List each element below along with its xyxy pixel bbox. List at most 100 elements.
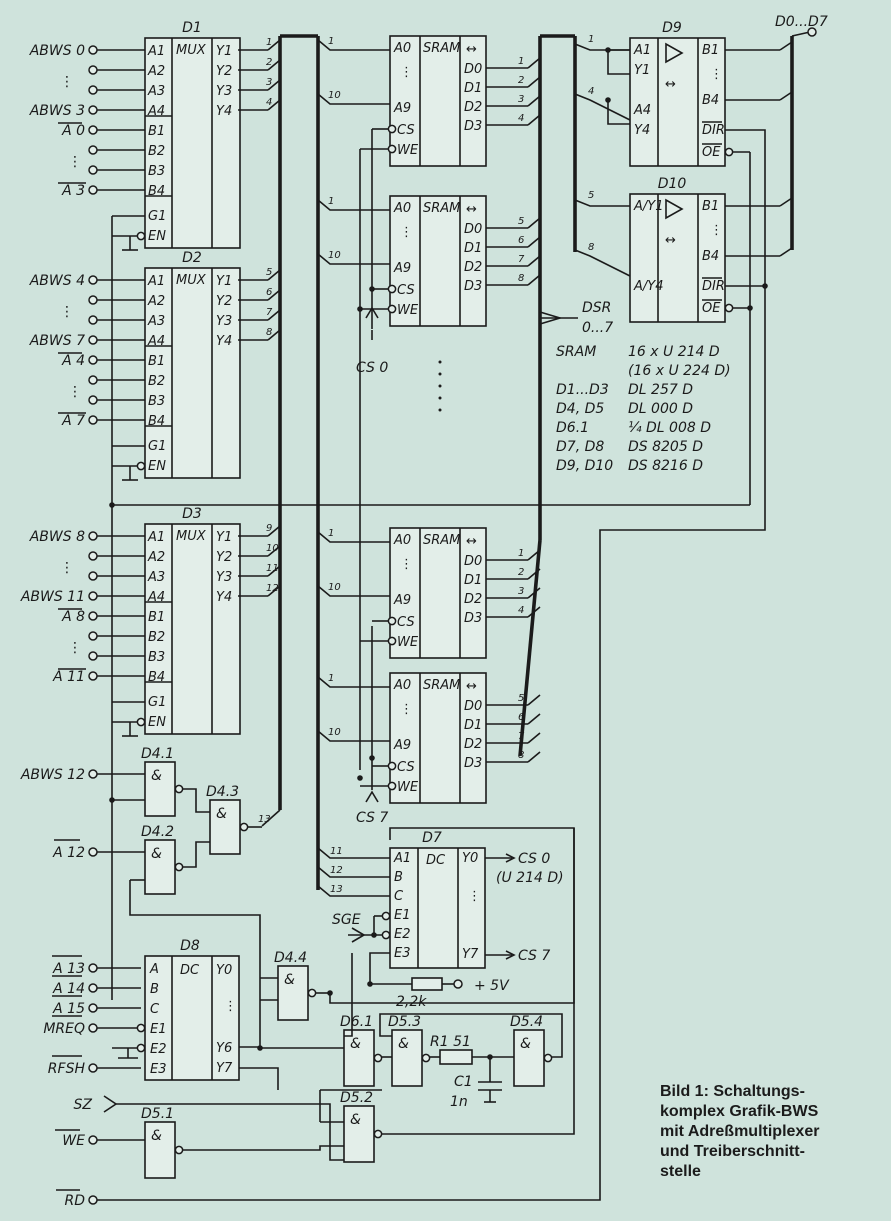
decoder-title: DC <box>426 853 446 868</box>
caption-line: mit Adreßmultiplexer <box>660 1123 819 1140</box>
inversion-bubble <box>239 822 249 832</box>
junction-dot <box>109 502 115 508</box>
pin-b3: B3 <box>148 650 165 665</box>
pin-g1: G1 <box>148 695 166 710</box>
pin-y0: Y0 <box>216 963 232 978</box>
ellipsis-dots: ⋮ <box>60 304 74 320</box>
input-terminal <box>88 315 98 325</box>
pin-en: EN <box>148 229 166 244</box>
inversion-bubble <box>387 124 397 134</box>
junction-dot <box>747 305 753 311</box>
wire-number: 7 <box>518 731 525 742</box>
mux-title: MUX <box>176 273 207 288</box>
vertical-dots: ⋮ <box>400 557 413 572</box>
input-label: A 11 <box>52 669 85 685</box>
pin-d1: D1 <box>464 573 482 588</box>
pin-e1: E1 <box>150 1022 167 1037</box>
pin-d0: D0 <box>464 222 482 237</box>
nand-gate-d4-4: & D4.4 <box>274 950 317 1021</box>
caption-line: stelle <box>660 1163 701 1180</box>
vertical-dots: ⋮ <box>468 889 481 904</box>
pin-a0: A0 <box>393 678 411 693</box>
nand-gate-d5-4: & D5.4 <box>510 1014 553 1087</box>
pin-y4: Y4 <box>216 104 232 119</box>
ellipsis-dots: ⋮ <box>60 74 74 90</box>
pin-in-mid: Y1 <box>634 63 650 78</box>
pin-we: WE <box>397 303 419 318</box>
pin-e3: E3 <box>394 946 411 961</box>
bidir-arrow: ↔ <box>466 534 477 549</box>
input-label: A 0 <box>61 123 85 139</box>
junction-dot <box>367 981 373 987</box>
input-label: ABWS 7 <box>29 333 85 349</box>
wire-number: 7 <box>518 254 525 265</box>
pin-y1: Y1 <box>216 274 232 289</box>
junction-dot <box>369 755 375 761</box>
nand-gate-d5-3: &D5.3 <box>388 1014 431 1087</box>
wire-number: 5 <box>588 190 594 201</box>
pin-b3: B3 <box>148 394 165 409</box>
wire-number: 10 <box>328 727 341 738</box>
mux-name: D2 <box>182 250 202 266</box>
junction-dot <box>369 286 375 292</box>
inversion-bubble <box>387 636 397 646</box>
input-label: RD <box>64 1193 85 1209</box>
pin-a1: A1 <box>147 44 165 59</box>
and-symbol: & <box>350 1112 361 1128</box>
and-symbol: & <box>520 1036 531 1052</box>
wire-number: 13 <box>258 814 271 825</box>
gate-name: D4.4 <box>274 950 307 966</box>
pin-oe: OE <box>702 301 721 316</box>
inversion-bubble <box>136 1043 146 1053</box>
inversion-bubble <box>174 784 184 794</box>
vertical-dots: ⋮ <box>710 223 723 238</box>
wire-number: 10 <box>328 250 341 261</box>
input-label: ABWS 12 <box>20 767 85 783</box>
input-terminal <box>453 979 463 989</box>
pin-b2: B2 <box>148 630 165 645</box>
sram-title: SRAM <box>423 201 460 216</box>
pin-d0: D0 <box>464 554 482 569</box>
pin-d1: D1 <box>464 241 482 256</box>
wire-number: 10 <box>328 90 341 101</box>
pin-in-top: A/Y1 <box>633 199 664 214</box>
input-terminal <box>88 125 98 135</box>
wire-number: 10 <box>328 582 341 593</box>
inversion-bubble <box>724 147 734 157</box>
and-symbol: & <box>284 972 295 988</box>
and-symbol: & <box>151 768 162 784</box>
inversion-bubble <box>381 911 391 921</box>
pin-e2: E2 <box>150 1042 167 1057</box>
pin-e1: E1 <box>394 908 411 923</box>
part-type: DL 257 D <box>628 382 693 398</box>
pin-y4: Y4 <box>216 334 232 349</box>
nand-gate-d5-2: &D5.2 <box>340 1090 383 1163</box>
resistor-2k2 <box>411 977 443 991</box>
part-type: DL 000 D <box>628 401 693 417</box>
address-bus <box>261 34 320 890</box>
input-terminal <box>88 165 98 175</box>
input-terminal <box>88 847 98 857</box>
input-label: A 15 <box>52 1001 85 1017</box>
wire-number: 7 <box>266 307 273 318</box>
sram-title: SRAM <box>423 678 460 693</box>
bidir-arrow: ↔ <box>665 77 676 92</box>
pin-b1: B1 <box>148 610 165 625</box>
pin-a0: A0 <box>393 533 411 548</box>
bidir-arrow: ↔ <box>466 679 477 694</box>
wire-number: 11 <box>266 563 279 574</box>
pin-y6: Y6 <box>216 1041 232 1056</box>
input-label: A 8 <box>61 609 85 625</box>
part-type: (16 x U 224 D) <box>628 363 731 379</box>
buffer-triangle <box>665 42 684 64</box>
wire-number: 12 <box>330 865 343 876</box>
gate-name: D5.4 <box>510 1014 543 1030</box>
junction-dot <box>605 97 611 103</box>
vertical-dots: ⋮ <box>400 65 413 80</box>
caption-line: komplex Grafik-BWS <box>660 1103 819 1120</box>
pin-a1: A1 <box>147 274 165 289</box>
gate-name: D5.3 <box>388 1014 421 1030</box>
cs0-label: CS 0 <box>356 360 388 376</box>
mux-title: MUX <box>176 529 207 544</box>
